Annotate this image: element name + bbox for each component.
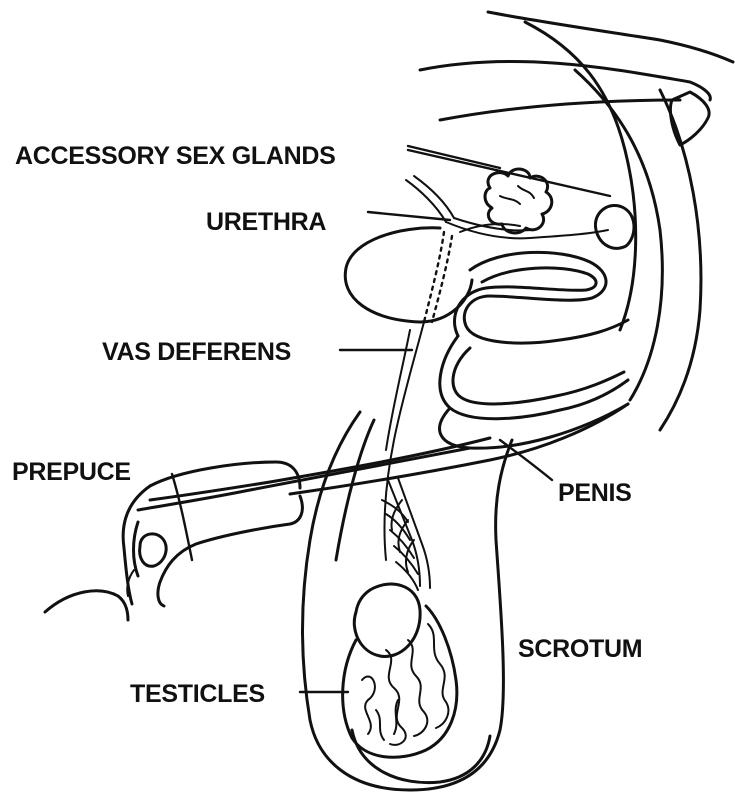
label-urethra: URETHRA [206, 208, 326, 236]
spermatic-cord-drawing [382, 478, 430, 590]
leader-prepuce [172, 474, 192, 560]
testicle-drawing [343, 584, 457, 757]
leader-urethra [368, 212, 450, 220]
label-penis: PENIS [558, 479, 632, 507]
label-vas-deferens: VAS DEFERENS [102, 338, 291, 366]
leader-accessory-glands [408, 146, 610, 196]
label-accessory-sex-glands: ACCESSORY SEX GLANDS [15, 142, 335, 170]
scrotum-drawing [303, 412, 513, 790]
label-scrotum: SCROTUM [518, 635, 642, 663]
penis-drawing [138, 252, 628, 510]
label-testicles: TESTICLES [130, 680, 265, 708]
labels: ACCESSORY SEX GLANDS URETHRA VAS DEFEREN… [12, 142, 642, 708]
label-prepuce: PREPUCE [12, 458, 131, 486]
bladder-drawing [345, 228, 472, 322]
